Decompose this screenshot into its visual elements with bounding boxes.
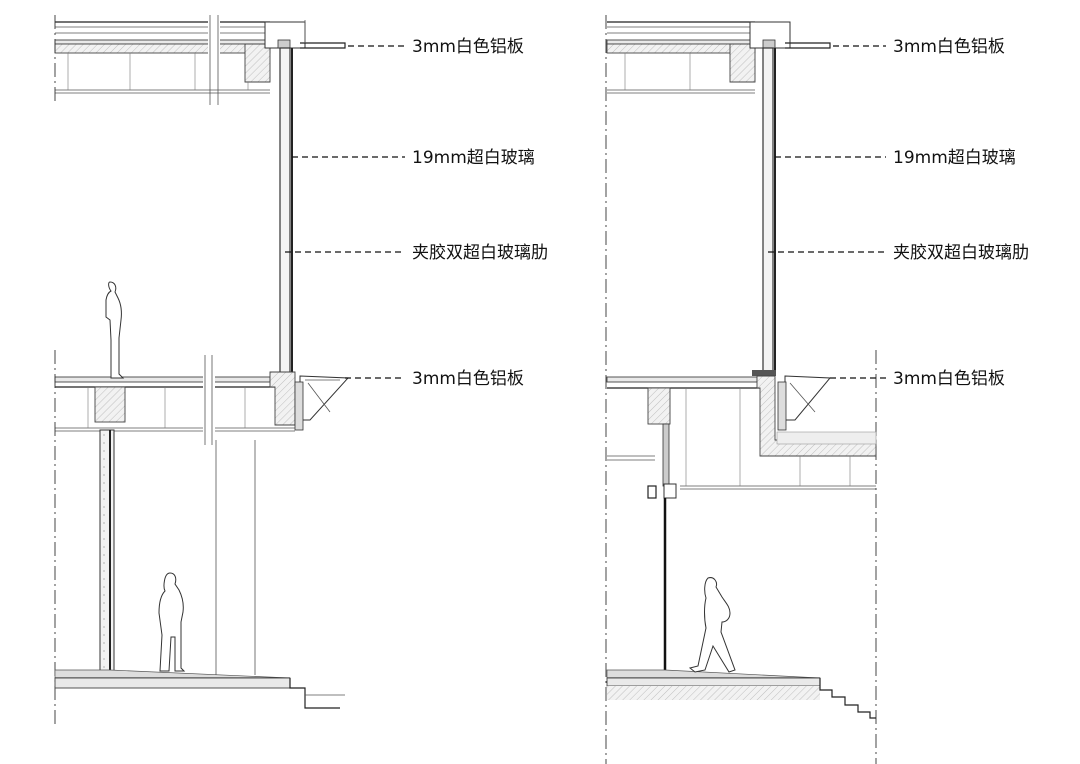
right-roof-slab (606, 21, 831, 94)
right-leader-lines (768, 45, 886, 379)
left-ground-floor (54, 429, 345, 709)
left-section: 3mm白色铝板 19mm超白玻璃 夹胶双超白玻璃肋 3mm白色铝板 (54, 15, 548, 725)
left-glass-fin (279, 47, 291, 374)
left-leader-lines (285, 45, 405, 379)
label-aluminum-panel-bottom: 3mm白色铝板 (893, 369, 1005, 389)
right-section: 3mm白色铝板 19mm超白玻璃 夹胶双超白玻璃肋 3mm白色铝板 (605, 15, 1029, 764)
label-aluminum-panel-top: 3mm白色铝板 (893, 37, 1005, 57)
label-glass-19mm: 19mm超白玻璃 (893, 148, 1016, 168)
walking-person-right (688, 577, 736, 673)
label-aluminum-panel-top: 3mm白色铝板 (412, 37, 524, 57)
label-glass-fin: 夹胶双超白玻璃肋 (412, 243, 548, 263)
left-floor-slab (54, 350, 350, 725)
label-glass-fin: 夹胶双超白玻璃肋 (893, 243, 1029, 263)
right-ground-floor (606, 423, 876, 719)
left-roof-slab (54, 15, 346, 105)
standing-person-upper-left (105, 281, 125, 379)
standing-person-lower-left (158, 572, 186, 672)
label-glass-19mm: 19mm超白玻璃 (412, 148, 535, 168)
label-aluminum-panel-bottom: 3mm白色铝板 (412, 369, 524, 389)
right-floor-slab (606, 370, 877, 490)
right-glass-fin (762, 47, 774, 374)
